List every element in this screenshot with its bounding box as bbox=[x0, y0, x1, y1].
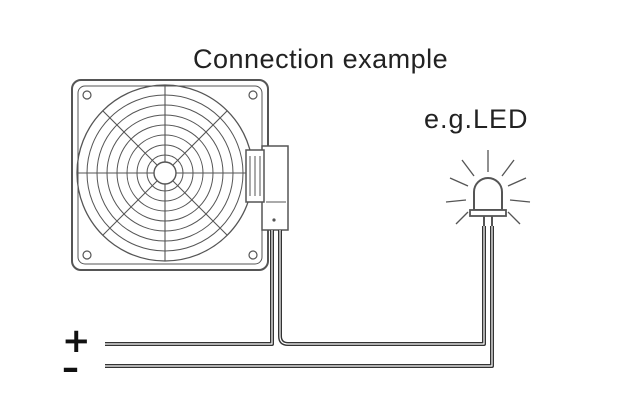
fan-icon bbox=[71, 79, 269, 271]
thermostat-switch-icon bbox=[245, 145, 289, 231]
positive-terminal: + bbox=[62, 321, 91, 361]
led-icon bbox=[445, 150, 531, 226]
diagram-title: Connection example bbox=[193, 44, 449, 74]
wires bbox=[105, 226, 494, 368]
led-label: e.g.LED bbox=[424, 104, 529, 134]
negative-terminal: – bbox=[62, 348, 79, 388]
